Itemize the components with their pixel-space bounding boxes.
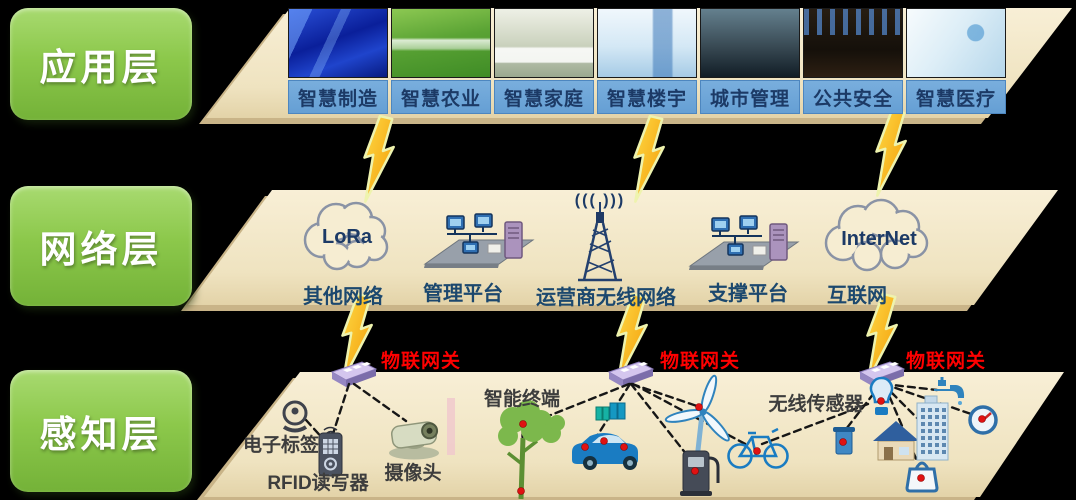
internet-cloud-icon (824, 198, 929, 272)
rfid-reader-label: RFID读写器 (267, 473, 369, 494)
app-tile-label: 智慧农业 (391, 80, 491, 114)
app-tile-label: 智慧医疗 (906, 80, 1006, 114)
radio-tower-icon (578, 202, 622, 282)
app-tile-label: 智慧制造 (288, 80, 388, 114)
internet-label: 互联网 (827, 285, 887, 307)
lora-cloud-icon (303, 201, 389, 271)
perception-layer-label: 感知层 (39, 414, 163, 455)
perception-layer-box: 感知层 (10, 370, 192, 492)
app-tile-smart-building: 智慧楼宇 (597, 8, 697, 114)
app-tile-smart-healthcare: 智慧医疗 (906, 8, 1006, 114)
smart-terminal-label: 智能终端 (483, 389, 561, 410)
smart-manufacturing-photo (288, 8, 388, 78)
network-layer-label: 网络层 (39, 229, 163, 270)
smart-healthcare-photo (906, 8, 1006, 78)
city-management-photo (700, 8, 800, 78)
pink-marker-bar (447, 398, 455, 455)
faucet-icon (934, 377, 965, 405)
app-tile-city-management: 城市管理 (700, 8, 800, 114)
management-platform-label: 管理平台 (423, 283, 503, 305)
app-tile-label: 公共安全 (803, 80, 903, 114)
app-tile-smart-agriculture: 智慧农业 (391, 8, 491, 114)
internet-cloud-text: InterNet (841, 228, 917, 250)
smart-building-photo (597, 8, 697, 78)
app-tile-label: 智慧楼宇 (597, 80, 697, 114)
camera-icon (389, 421, 439, 460)
other-networks-label: 其他网络 (303, 286, 383, 308)
support-platform-label: 支撑平台 (708, 283, 788, 305)
bicycle-icon (727, 427, 789, 469)
radio-waves-text: ((( ))) (574, 192, 626, 209)
gateway-label-2: 物联网关 (660, 351, 741, 372)
app-tile-smart-manufacturing: 智慧制造 (288, 8, 388, 114)
gateway-label-1: 物联网关 (381, 351, 462, 372)
gateway-label-3: 物联网关 (906, 351, 987, 372)
public-safety-photo (803, 8, 903, 78)
rfid-reader-icon (318, 426, 343, 477)
app-tile-smart-home: 智慧家庭 (494, 8, 594, 114)
application-layer-box: 应用层 (10, 8, 192, 120)
smart-home-photo (494, 8, 594, 78)
wind-turbine-icon (664, 374, 730, 462)
house-icon (873, 421, 919, 461)
lora-cloud-text: LoRa (322, 226, 372, 248)
app-tile-label: 城市管理 (700, 80, 800, 114)
camera-label: 摄像头 (384, 463, 442, 484)
building-icon (916, 395, 949, 461)
app-tile-label: 智慧家庭 (494, 80, 594, 114)
electronic-tag-label: 电子标签 (242, 435, 320, 456)
carrier-wireless-network-label: 运营商无线网络 (536, 287, 676, 309)
application-layer-label: 应用层 (39, 47, 163, 88)
perception-layer-band (197, 372, 1064, 500)
electronic-tag-icon (282, 400, 308, 433)
sensor-dots (517, 397, 986, 495)
wireless-sensor-label: 无线传感器 (768, 394, 864, 415)
smart-bulb-icon (869, 376, 894, 415)
network-layer-box: 网络层 (10, 186, 192, 306)
smart-agriculture-photo (391, 8, 491, 78)
app-tile-public-safety: 公共安全 (803, 8, 903, 114)
